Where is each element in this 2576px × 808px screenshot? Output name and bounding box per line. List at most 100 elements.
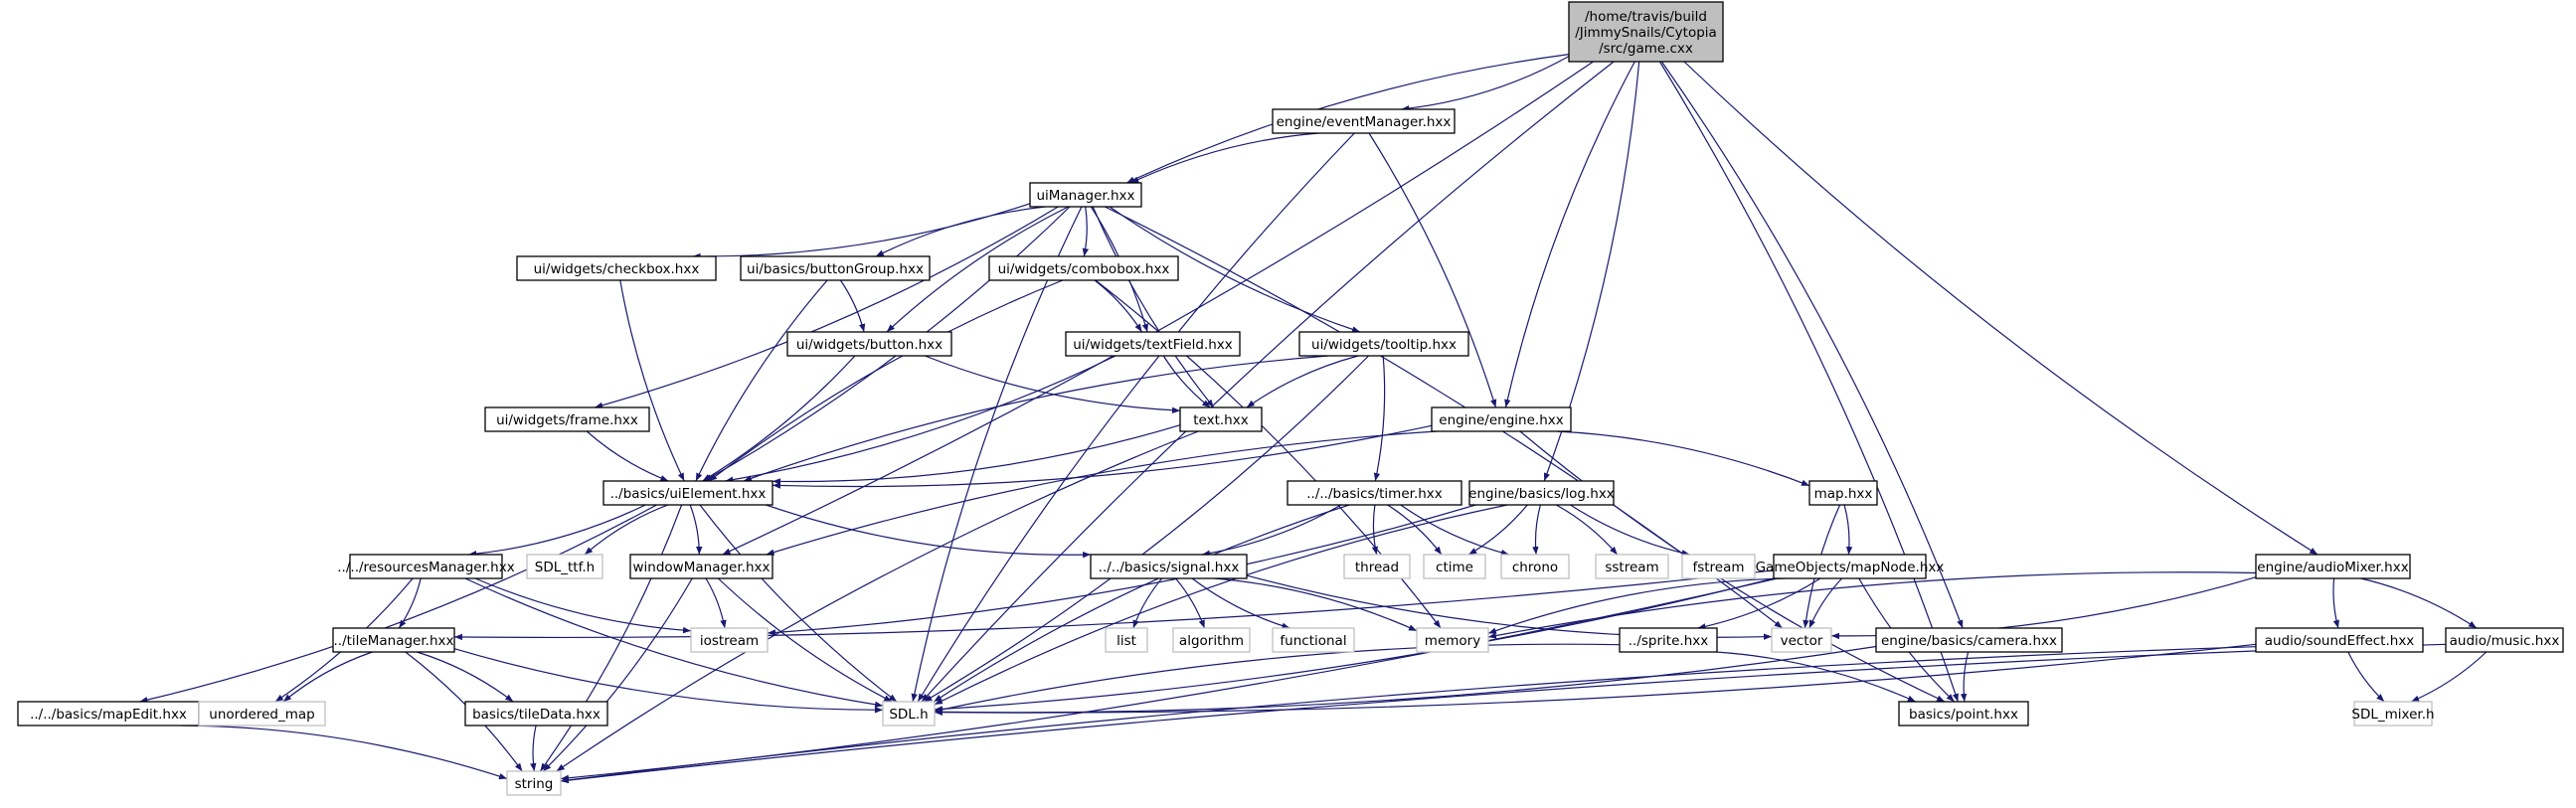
node-engine[interactable]: engine/engine.hxx [1431, 406, 1572, 432]
node-textField[interactable]: ui/widgets/textField.hxx [1065, 331, 1241, 357]
node-box [1468, 480, 1615, 506]
node-button[interactable]: ui/widgets/button.hxx [786, 331, 952, 357]
edge-root-to-SDL [921, 61, 1615, 703]
node-windowManager[interactable]: windowManager.hxx [629, 554, 773, 579]
edge-engine-to-uiElement [772, 424, 1433, 489]
edge-combobox-to-uiElement [708, 279, 1064, 482]
node-label: ui/widgets/textField.hxx [1073, 337, 1233, 353]
node-memory: memory [1416, 627, 1489, 653]
edge-uiManager-to-text [1092, 206, 1215, 408]
node-label: /home/travis/build [1585, 9, 1707, 25]
edge-uiManager-to-button [886, 206, 1069, 333]
edge-engine-to-point [1519, 430, 1946, 703]
node-ctime: ctime [1423, 554, 1486, 579]
node-label: windowManager.hxx [633, 560, 771, 575]
node-checkbox[interactable]: ui/widgets/checkbox.hxx [516, 255, 717, 281]
node-box [786, 331, 952, 357]
node-log[interactable]: engine/basics/log.hxx [1468, 480, 1615, 506]
node-box [2255, 627, 2424, 653]
node-camera[interactable]: engine/basics/camera.hxx [1875, 627, 2063, 653]
edge-text-to-string [556, 430, 1199, 772]
node-label: thread [1355, 560, 1399, 575]
node-mapNode[interactable]: GameObjects/mapNode.hxx [1756, 554, 1945, 579]
node-soundEffect[interactable]: audio/soundEffect.hxx [2255, 627, 2424, 653]
node-text[interactable]: text.hxx [1179, 406, 1263, 432]
node-tileManager[interactable]: ../tileManager.hxx [332, 627, 455, 653]
edge-uiElement-to-mapEdit [139, 504, 657, 704]
node-box [629, 554, 773, 579]
node-label: chrono [1512, 560, 1558, 575]
node-map[interactable]: map.hxx [1808, 480, 1878, 506]
edge-uiManager-to-SDL [911, 206, 1083, 703]
node-label: engine/basics/log.hxx [1468, 486, 1615, 502]
edge-uiElement-to-SDL [699, 504, 898, 703]
edge-buttonGroup-to-uiElement [695, 279, 828, 482]
edge-tileData-to-string [530, 725, 537, 772]
edge-timer-to-SDL [933, 504, 1350, 703]
node-tooltip[interactable]: ui/widgets/tooltip.hxx [1298, 331, 1469, 357]
node-label: ui/widgets/combobox.hxx [998, 261, 1170, 277]
edge-map-to-mapNode [1843, 504, 1853, 556]
node-frame[interactable]: ui/widgets/frame.hxx [484, 406, 650, 432]
edge-root-to-point [1658, 61, 1959, 703]
node-algorithm: algorithm [1172, 627, 1251, 653]
node-uiElement[interactable]: ../basics/uiElement.hxx [602, 480, 773, 506]
node-string: string [506, 770, 562, 796]
node-label: sstream [1605, 560, 1658, 575]
node-combobox[interactable]: ui/widgets/combobox.hxx [988, 255, 1179, 281]
node-label: ui/widgets/frame.hxx [496, 412, 638, 428]
node-box [1875, 627, 2063, 653]
node-box [1298, 331, 1469, 357]
edge-uiManager-to-buttonGroup [875, 206, 1046, 257]
node-label: ui/widgets/checkbox.hxx [534, 261, 700, 277]
node-label: ../sprite.hxx [1629, 633, 1708, 649]
edge-uiManager-to-checkbox [692, 203, 1031, 260]
node-label: engine/basics/camera.hxx [1881, 633, 2057, 649]
node-SDL_mixer: SDL_mixer.h [2351, 701, 2435, 727]
node-label: ui/basics/buttonGroup.hxx [747, 261, 924, 277]
edge-checkbox-to-uiElement [619, 279, 685, 482]
node-music[interactable]: audio/music.hxx [2445, 627, 2564, 653]
node-label: ../basics/uiElement.hxx [610, 486, 767, 502]
edge-log-to-SDL [934, 504, 1508, 706]
node-box [690, 627, 769, 653]
node-tileData[interactable]: basics/tileData.hxx [464, 701, 608, 727]
node-buttonGroup[interactable]: ui/basics/buttonGroup.hxx [740, 255, 931, 281]
edge-uiElement-to-windowManager [689, 504, 703, 556]
node-audioMixer[interactable]: engine/audioMixer.hxx [2255, 554, 2411, 579]
node-resourcesManager[interactable]: ../../resourcesManager.hxx [337, 554, 515, 579]
node-label: /JimmySnails/Cytopia [1575, 25, 1717, 41]
node-label: algorithm [1179, 633, 1244, 649]
node-box [1272, 108, 1456, 134]
edge-audioMixer-to-soundEffect [2332, 577, 2339, 629]
file-nodes: /home/travis/build/JimmySnails/Cytopia/s… [17, 1, 2564, 796]
edge-resourcesManager-to-SDL [464, 577, 884, 708]
edge-signal-to-list [1132, 577, 1163, 629]
node-signal[interactable]: ../../basics/signal.hxx [1090, 554, 1248, 579]
node-box [1423, 554, 1486, 579]
node-eventManager[interactable]: engine/eventManager.hxx [1272, 108, 1456, 134]
node-uiManager[interactable]: uiManager.hxx [1029, 182, 1142, 208]
node-mapEdit[interactable]: ../../basics/mapEdit.hxx [17, 701, 200, 727]
edge-sprite-to-point [1716, 651, 1917, 703]
node-label: basics/tileData.hxx [472, 707, 601, 723]
edge-soundEffect-to-SDL [934, 643, 2257, 716]
node-label: ../../basics/timer.hxx [1306, 486, 1443, 502]
edge-root-to-uiManager [1125, 54, 1570, 184]
edge-uiManager-to-combobox [1082, 206, 1090, 257]
edge-tileManager-to-unordered_map [282, 651, 373, 703]
node-sprite[interactable]: ../sprite.hxx [1619, 627, 1718, 653]
node-list: list [1105, 627, 1148, 653]
node-box [1172, 627, 1251, 653]
edge-log-to-iostream [767, 504, 1476, 636]
node-SDL: SDL.h [882, 701, 936, 727]
node-box [1029, 182, 1142, 208]
edge-signal-to-functional [1191, 577, 1290, 629]
node-point[interactable]: basics/point.hxx [1898, 701, 2029, 727]
node-timer[interactable]: ../../basics/timer.hxx [1287, 480, 1462, 506]
node-root[interactable]: /home/travis/build/JimmySnails/Cytopia/s… [1568, 1, 1724, 63]
node-iostream: iostream [690, 627, 769, 653]
node-label: ../../basics/signal.hxx [1099, 560, 1240, 575]
edge-resourcesManager-to-iostream [474, 577, 692, 634]
edge-mapNode-to-string [560, 577, 1778, 781]
